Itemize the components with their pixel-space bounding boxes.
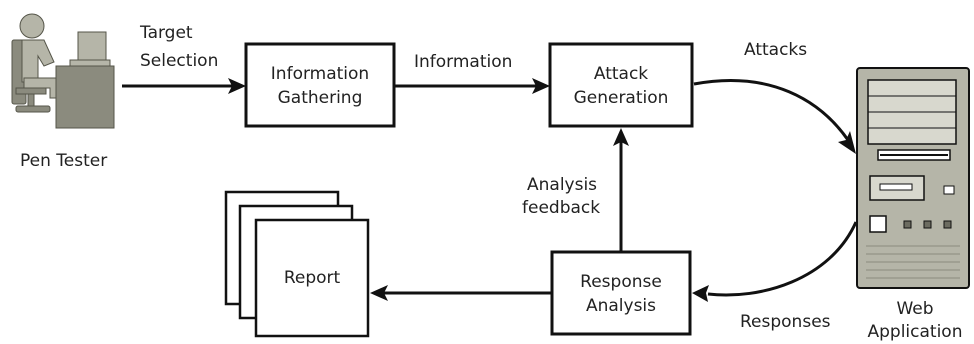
attacks-label: Attacks <box>744 40 807 60</box>
target-selection-arrowhead <box>228 78 246 94</box>
response-analysis-label-line2: Analysis <box>586 296 656 316</box>
responses-arrow <box>707 221 858 297</box>
responses-arrowhead <box>692 285 709 302</box>
report-arrowhead <box>370 285 388 301</box>
pen-tester-label: Pen Tester <box>20 151 107 171</box>
information-label: Information <box>414 52 512 72</box>
attack-generation-label-line1: Attack <box>594 64 648 84</box>
attacks-arrow <box>693 79 850 141</box>
web-application-label-line2: Application <box>868 322 963 342</box>
report-label: Report <box>284 268 341 288</box>
attack-generation-box <box>548 42 694 128</box>
response-analysis-label-line1: Response <box>580 272 662 292</box>
server-tower-icon <box>856 67 970 289</box>
analysis-feedback-label-line2: feedback <box>522 198 600 218</box>
response-analysis-box <box>550 250 692 336</box>
information-arrowhead <box>532 78 550 94</box>
web-application-label-line1: Web <box>896 299 933 319</box>
attack-generation-label-line2: Generation <box>574 88 669 108</box>
stacked-documents-icon <box>224 190 370 338</box>
information-gathering-label-line1: Information <box>271 64 369 84</box>
target-selection-label-line1: Target <box>139 23 193 43</box>
information-gathering-label-line2: Gathering <box>278 88 363 108</box>
attacks-arrowhead <box>838 131 856 154</box>
analysis-feedback-arrowhead <box>613 128 629 146</box>
responses-label: Responses <box>740 312 831 332</box>
analysis-feedback-label-line1: Analysis <box>527 175 597 195</box>
information-gathering-box <box>244 42 396 128</box>
pen-tester-icon <box>11 13 115 129</box>
target-selection-label-line2: Selection <box>140 51 218 71</box>
